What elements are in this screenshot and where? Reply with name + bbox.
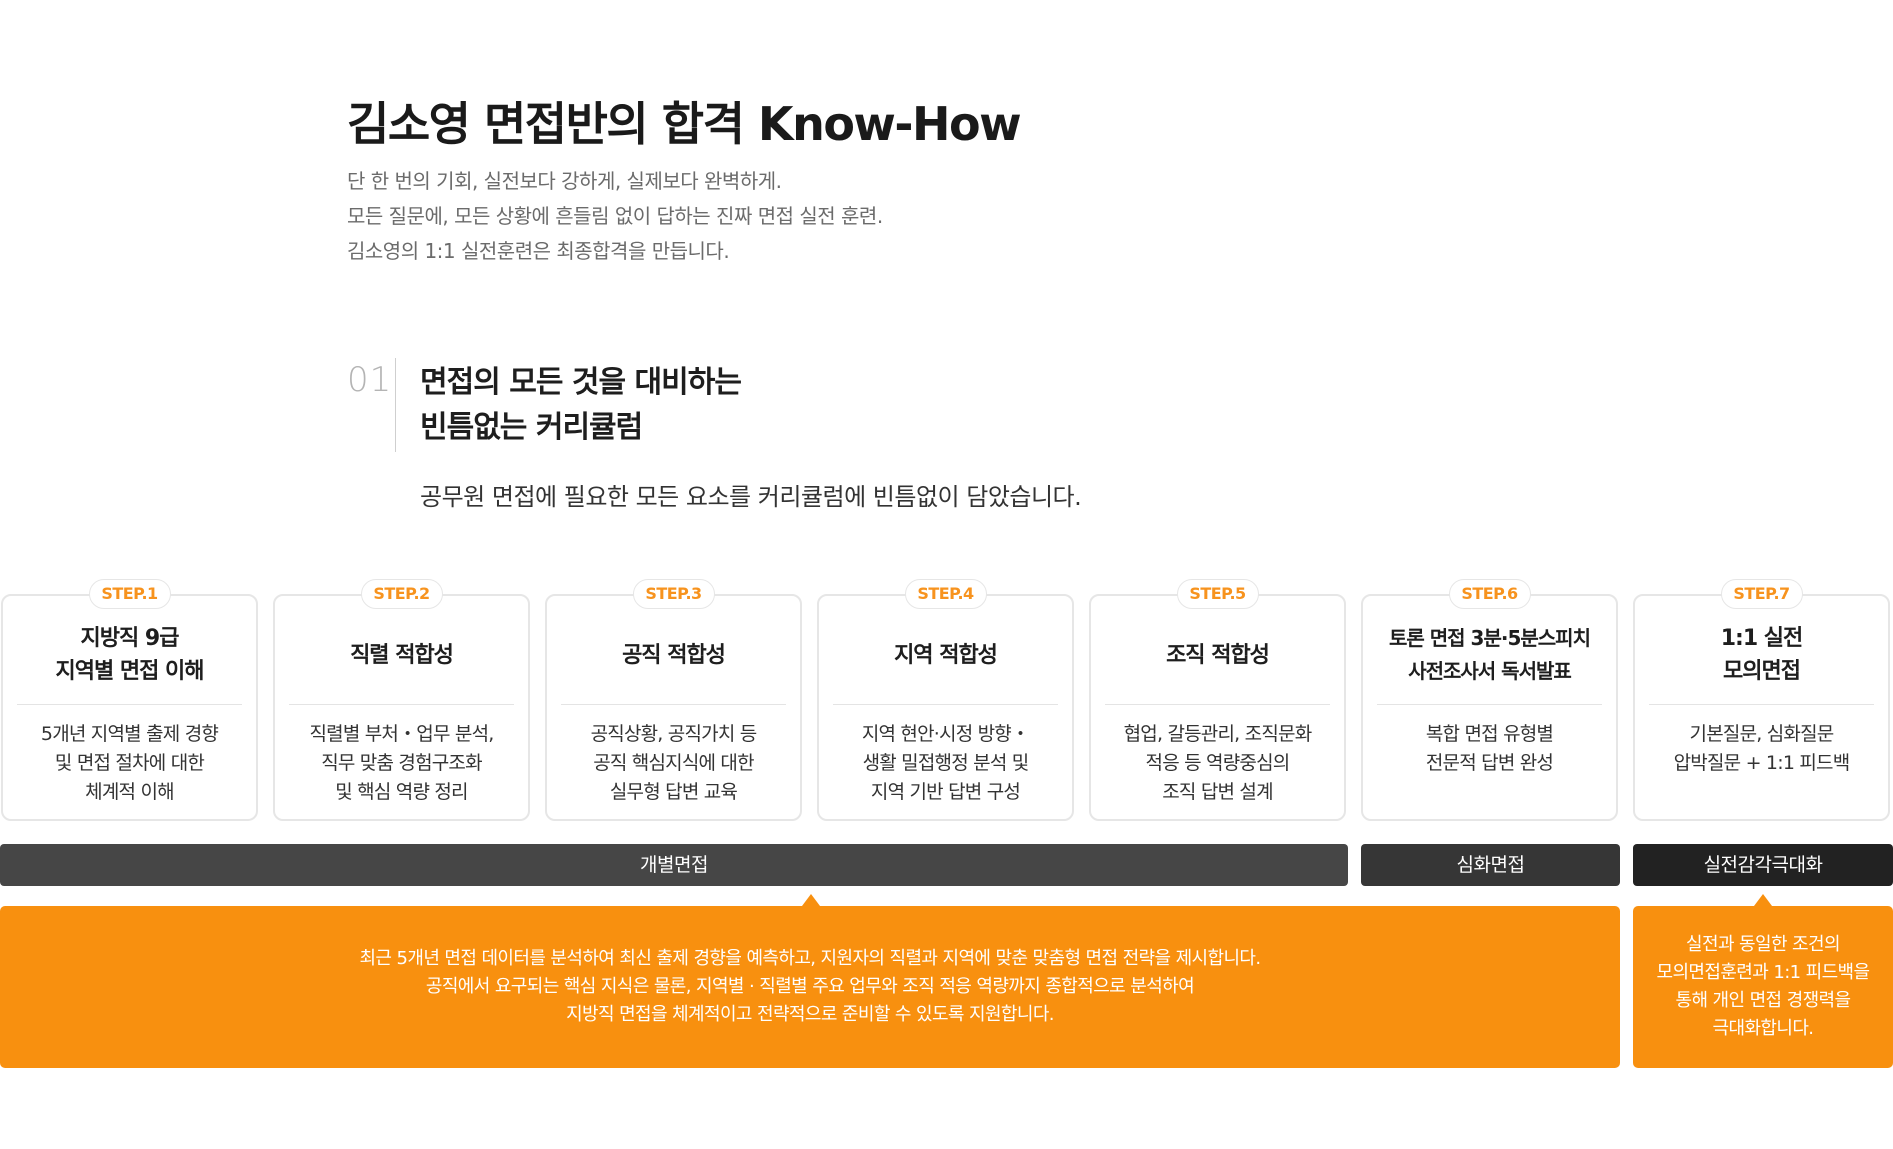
step-title-line: 지역별 면접 이해 — [55, 659, 205, 684]
step-desc-line: 실무형 답변 교육 — [609, 781, 738, 803]
step-description: 5개년 지역별 출제 경향 및 면접 절차에 대한 체계적 이해 — [3, 720, 256, 807]
step-badge: STEP.5 — [1176, 579, 1259, 609]
step-title: 지역 적합성 — [819, 620, 1072, 690]
step-title-line: 지방직 9급 — [80, 626, 180, 651]
step-divider — [1377, 704, 1602, 705]
intro-text: 단 한 번의 기회, 실전보다 강하게, 실제보다 완벽하게. 모든 질문에, … — [347, 164, 883, 269]
step-title-line: 공직 적합성 — [622, 642, 726, 668]
step-description: 지역 현안·시정 방향・ 생활 밀접행정 분석 및 지역 기반 답변 구성 — [819, 720, 1072, 807]
step-badge: STEP.2 — [360, 579, 443, 609]
step-divider — [1649, 704, 1874, 705]
step-card-1: STEP.1 지방직 9급 지역별 면접 이해 5개년 지역별 출제 경향 및 … — [1, 579, 258, 821]
step-card-3: STEP.3 공직 적합성 공직상황, 공직가치 등 공직 핵심지식에 대한 실… — [545, 579, 802, 821]
section-title-line: 빈틈없는 커리큘럼 — [420, 410, 643, 445]
step-divider — [17, 704, 242, 705]
step-title: 토론 면접 3분·5분스피치 사전조사서 독서발표 — [1363, 620, 1616, 690]
step-title: 지방직 9급 지역별 면접 이해 — [3, 620, 256, 690]
step-desc-line: 지역 기반 답변 구성 — [870, 781, 1021, 803]
step-title: 조직 적합성 — [1091, 620, 1344, 690]
note-line: 모의면접훈련과 1:1 피드백을 — [1656, 962, 1871, 983]
section-title-line: 면접의 모든 것을 대비하는 — [420, 365, 742, 400]
note-line: 극대화합니다. — [1712, 1018, 1814, 1039]
phase-bar-individual: 개별면접 — [0, 844, 1348, 886]
note-line: 통해 개인 면접 경쟁력을 — [1675, 990, 1852, 1011]
step-description: 기본질문, 심화질문 압박질문 + 1:1 피드백 — [1635, 720, 1888, 778]
step-card-5: STEP.5 조직 적합성 협업, 갈등관리, 조직문화 적응 등 역량중심의 … — [1089, 579, 1346, 821]
step-desc-line: 체계적 이해 — [85, 781, 174, 803]
step-desc-line: 지역 현안·시정 방향・ — [861, 723, 1030, 745]
step-divider — [289, 704, 514, 705]
step-description: 복합 면접 유형별 전문적 답변 완성 — [1363, 720, 1616, 778]
step-card-6: STEP.6 토론 면접 3분·5분스피치 사전조사서 독서발표 복합 면접 유… — [1361, 579, 1618, 821]
step-desc-line: 압박질문 + 1:1 피드백 — [1673, 752, 1851, 774]
pointer-arrow — [802, 894, 820, 906]
step-title-line: 지역 적합성 — [894, 642, 998, 668]
step-card-2: STEP.2 직렬 적합성 직렬별 부처・업무 분석, 직무 맞춤 경험구조화 … — [273, 579, 530, 821]
step-title-line: 조직 적합성 — [1166, 642, 1270, 668]
step-title: 1:1 실전 모의면접 — [1635, 620, 1888, 690]
step-title-line: 토론 면접 3분·5분스피치 — [1389, 626, 1591, 650]
step-desc-line: 적응 등 역량중심의 — [1145, 752, 1291, 774]
step-card-4: STEP.4 지역 적합성 지역 현안·시정 방향・ 생활 밀접행정 분석 및 … — [817, 579, 1074, 821]
step-title-line: 사전조사서 독서발표 — [1408, 659, 1572, 683]
section-number: 01 — [347, 360, 393, 400]
step-description: 직렬별 부처・업무 분석, 직무 맞춤 경험구조화 및 핵심 역량 정리 — [275, 720, 528, 807]
step-title-line: 1:1 실전 — [1720, 626, 1804, 651]
note-line: 공직에서 요구되는 핵심 지식은 물론, 지역별 · 직렬별 주요 업무와 조직… — [425, 976, 1195, 997]
section-divider — [395, 358, 396, 452]
step-title-line: 모의면접 — [1723, 659, 1801, 684]
intro-line: 김소영의 1:1 실전훈련은 최종합격을 만듭니다. — [347, 239, 730, 263]
note-line: 지방직 면접을 체계적이고 전략적으로 준비할 수 있도록 지원합니다. — [566, 1004, 1054, 1025]
section-title: 면접의 모든 것을 대비하는 빈틈없는 커리큘럼 — [420, 360, 742, 450]
step-desc-line: 및 핵심 역량 정리 — [335, 781, 468, 803]
phase-bar-advanced: 심화면접 — [1361, 844, 1620, 886]
intro-line: 모든 질문에, 모든 상황에 흔들림 없이 답하는 진짜 면접 실전 훈련. — [347, 204, 883, 228]
section-description: 공무원 면접에 필요한 모든 요소를 커리큘럼에 빈틈없이 담았습니다. — [420, 483, 1082, 511]
page-title: 김소영 면접반의 합격 Know-How — [347, 97, 1022, 151]
step-title: 공직 적합성 — [547, 620, 800, 690]
step-description: 협업, 갈등관리, 조직문화 적응 등 역량중심의 조직 답변 설계 — [1091, 720, 1344, 807]
note-line: 최근 5개년 면접 데이터를 분석하여 최신 출제 경향을 예측하고, 지원자의… — [359, 948, 1261, 969]
step-desc-line: 공직 핵심지식에 대한 — [593, 752, 754, 774]
step-desc-line: 협업, 갈등관리, 조직문화 — [1123, 723, 1313, 745]
note-line: 실전과 동일한 조건의 — [1686, 934, 1840, 955]
pointer-arrow — [1754, 894, 1772, 906]
step-desc-line: 5개년 지역별 출제 경향 — [40, 723, 219, 745]
intro-line: 단 한 번의 기회, 실전보다 강하게, 실제보다 완벽하게. — [347, 169, 782, 193]
step-description: 공직상황, 공직가치 등 공직 핵심지식에 대한 실무형 답변 교육 — [547, 720, 800, 807]
step-badge: STEP.7 — [1720, 579, 1803, 609]
step-divider — [561, 704, 786, 705]
step-desc-line: 전문적 답변 완성 — [1425, 752, 1554, 774]
phase-bar-practical: 실전감각극대화 — [1633, 844, 1893, 886]
side-note-box: 실전과 동일한 조건의 모의면접훈련과 1:1 피드백을 통해 개인 면접 경쟁… — [1633, 894, 1893, 1068]
step-divider — [833, 704, 1058, 705]
step-badge: STEP.6 — [1448, 579, 1531, 609]
step-divider — [1105, 704, 1330, 705]
step-desc-line: 직무 맞춤 경험구조화 — [321, 752, 482, 774]
step-desc-line: 및 면접 절차에 대한 — [54, 752, 205, 774]
step-desc-line: 조직 답변 설계 — [1162, 781, 1273, 803]
step-desc-line: 공직상황, 공직가치 등 — [590, 723, 758, 745]
step-desc-line: 복합 면접 유형별 — [1425, 723, 1554, 745]
step-desc-line: 생활 밀접행정 분석 및 — [862, 752, 1030, 774]
step-badge: STEP.3 — [632, 579, 715, 609]
step-title: 직렬 적합성 — [275, 620, 528, 690]
step-desc-line: 기본질문, 심화질문 — [1689, 723, 1835, 745]
step-title-line: 직렬 적합성 — [350, 642, 454, 668]
step-badge: STEP.1 — [88, 579, 171, 609]
step-badge: STEP.4 — [904, 579, 987, 609]
step-card-7: STEP.7 1:1 실전 모의면접 기본질문, 심화질문 압박질문 + 1:1… — [1633, 579, 1890, 821]
main-note-box: 최근 5개년 면접 데이터를 분석하여 최신 출제 경향을 예측하고, 지원자의… — [0, 894, 1620, 1068]
step-desc-line: 직렬별 부처・업무 분석, — [309, 723, 494, 745]
